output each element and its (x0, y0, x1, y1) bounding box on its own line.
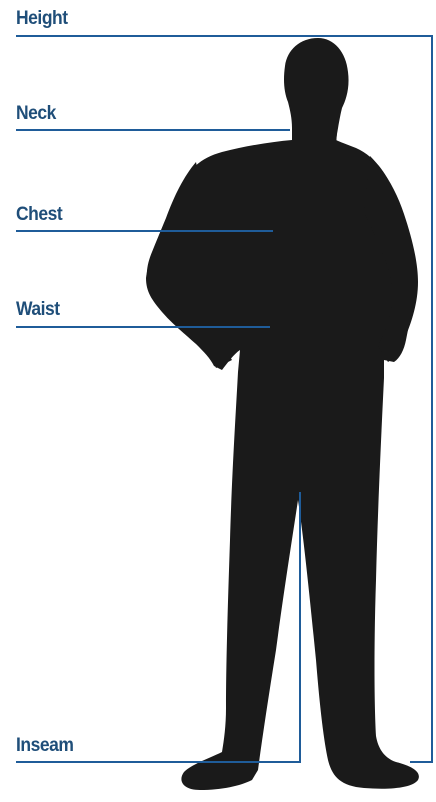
chest-label: Chest (16, 204, 62, 226)
height-label: Height (16, 8, 68, 30)
neck-label: Neck (16, 103, 56, 125)
waist-label: Waist (16, 299, 60, 321)
human-silhouette (146, 38, 419, 790)
inseam-label: Inseam (16, 735, 73, 757)
